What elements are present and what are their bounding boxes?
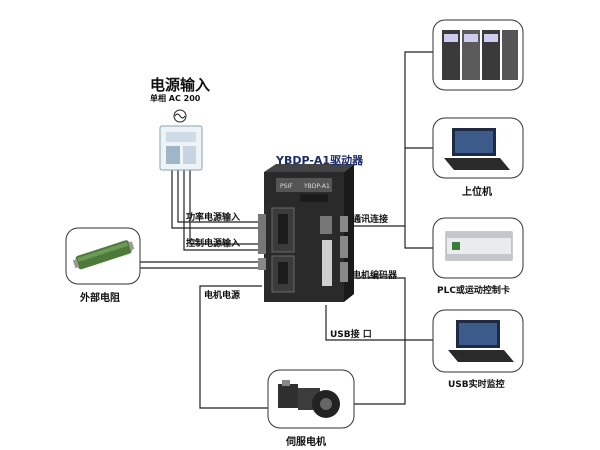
driver-unit: PSIF YBDP-A1 (258, 164, 354, 302)
label-usb-monitor: USB实时监控 (448, 380, 505, 390)
label-resistor: 外部电阻 (80, 293, 120, 304)
label-control-power: 控制电源输入 (186, 239, 241, 249)
plc-icon (445, 231, 513, 261)
servo-motor-icon (278, 380, 340, 418)
label-usb: USB接 口 (330, 330, 372, 340)
wiring (138, 51, 433, 409)
label-comm: 通讯连接 (352, 215, 389, 225)
power-input-spec: 单相 AC 200 (150, 94, 201, 103)
laptop-host-icon (444, 128, 510, 170)
label-motor-power: 电机电源 (204, 291, 241, 301)
driver-title: YBDP-A1驱动器 (276, 154, 364, 167)
circuit-breaker (159, 125, 203, 171)
resistor-image (72, 240, 135, 270)
servo-drives-group-icon (442, 30, 518, 80)
laptop-monitor-icon (448, 320, 514, 362)
power-input-group (159, 109, 203, 171)
driver-model: YBDP-A1 (303, 183, 330, 190)
label-encoder: 电机编码器 (352, 271, 398, 281)
label-host: 上位机 (462, 187, 492, 198)
label-plc: PLC或运动控制卡 (437, 286, 510, 296)
label-main-power: 功率电源输入 (186, 213, 241, 223)
label-servo-motor: 伺服电机 (286, 437, 326, 448)
power-input-title: 电源输入 (150, 76, 211, 94)
driver-brand: PSIF (280, 183, 293, 190)
